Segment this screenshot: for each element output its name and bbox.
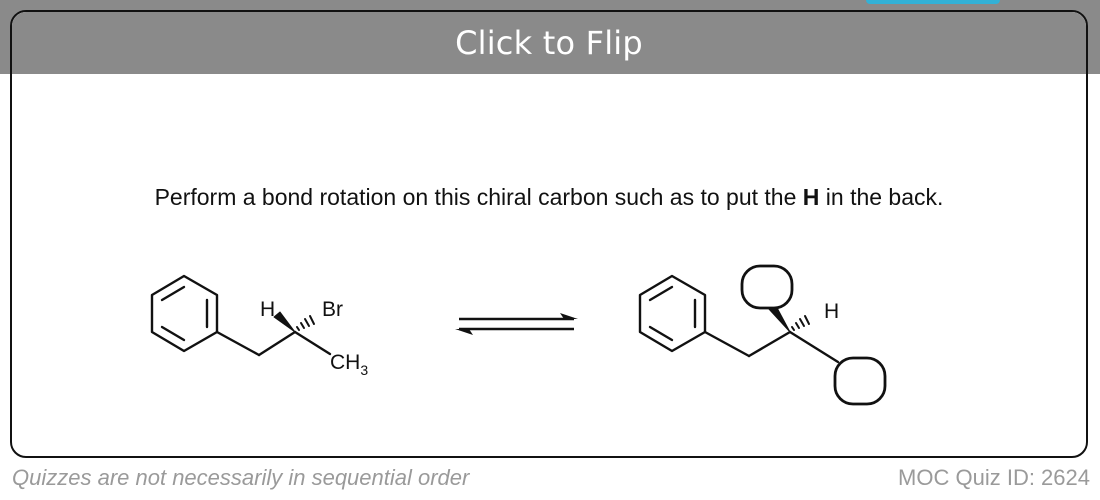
blank-substituent-bottom [833, 356, 887, 406]
flashcard[interactable]: Click to Flip Perform a bond rotation on… [10, 10, 1088, 458]
flip-button-label: Click to Flip [455, 24, 643, 62]
right-hash-bond [791, 315, 810, 331]
flip-button[interactable]: Click to Flip [12, 12, 1086, 74]
right-molecule [638, 264, 887, 406]
left-molecule [150, 274, 332, 357]
tab-indicator [866, 0, 1000, 4]
left-ch3-main: CH [330, 351, 360, 374]
footer-order-note: Quizzes are not necessarily in sequentia… [12, 465, 470, 490]
reaction-scheme: H Br CH3 [150, 264, 887, 406]
blank-substituent-top [740, 264, 794, 310]
right-h-label: H [824, 300, 839, 323]
question-bold-h: H [802, 184, 820, 210]
left-wedge-bond [273, 311, 296, 333]
left-ch2-bond [215, 330, 261, 357]
right-ch2-bond [703, 330, 751, 358]
left-ch3-bond [293, 330, 332, 356]
left-ch3-label: CH3 [330, 351, 368, 378]
left-h-label: H [260, 298, 275, 321]
right-lower-bond [788, 330, 840, 364]
question-prefix: Perform a bond rotation on this chiral c… [154, 184, 803, 210]
left-chiral-bond [257, 330, 297, 357]
question-text: Perform a bond rotation on this chiral c… [12, 184, 1086, 211]
left-hash-bond [296, 315, 315, 331]
left-ch3-subscript: 3 [360, 362, 368, 378]
right-benzene-ring [638, 274, 707, 353]
right-chiral-bond [747, 330, 792, 358]
footer-quiz-id: MOC Quiz ID: 2624 [898, 465, 1090, 490]
question-suffix: in the back. [819, 184, 944, 210]
left-benzene-ring [150, 274, 219, 353]
equilibrium-arrows [455, 313, 578, 335]
left-br-label: Br [322, 298, 343, 321]
